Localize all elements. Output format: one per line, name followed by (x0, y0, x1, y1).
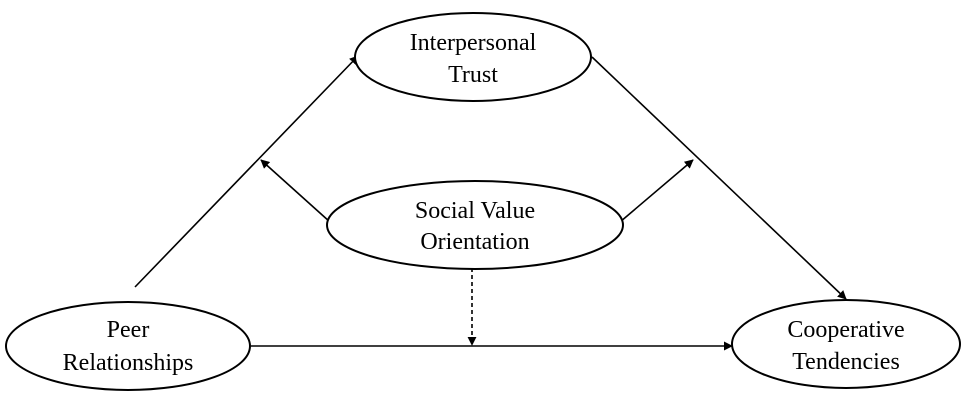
node-social-value-orientation-line1: Social Value (415, 198, 535, 224)
edge-trust-to-cooperative (591, 56, 847, 300)
node-cooperative-tendencies: Cooperative Tendencies (731, 299, 961, 389)
node-cooperative-tendencies-line1: Cooperative (787, 317, 904, 343)
edge-peer-to-trust (134, 55, 359, 288)
edge-svo-moderates-peer-trust (260, 159, 331, 223)
node-peer-relationships-line2: Relationships (63, 350, 194, 376)
node-interpersonal-trust-line1: Interpersonal (410, 30, 537, 56)
node-interpersonal-trust: Interpersonal Trust (354, 12, 592, 102)
node-peer-relationships-line1: Peer (107, 317, 150, 343)
node-interpersonal-trust-line2: Trust (448, 62, 498, 88)
node-social-value-orientation: Social Value Orientation (326, 180, 624, 270)
node-cooperative-tendencies-line2: Tendencies (792, 349, 900, 375)
edge-svo-moderates-trust-cooperative (619, 159, 694, 223)
node-social-value-orientation-line2: Orientation (420, 229, 529, 255)
node-peer-relationships: Peer Relationships (5, 301, 251, 391)
